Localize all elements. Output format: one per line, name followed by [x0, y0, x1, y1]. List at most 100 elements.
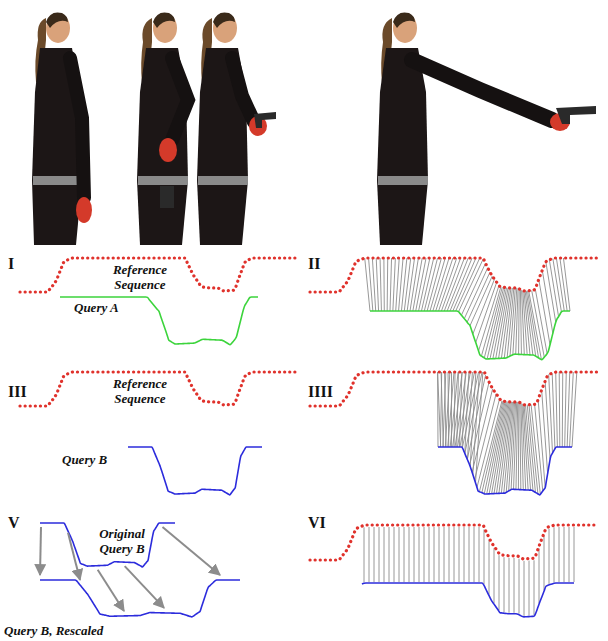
- alignment-line: [438, 372, 441, 447]
- alignment-line: [390, 258, 392, 311]
- rescale-arrow: [68, 533, 80, 580]
- alignment-line: [404, 258, 410, 311]
- query-curve: [362, 583, 574, 617]
- alignment-line: [434, 527, 435, 582]
- query-curve: [40, 580, 240, 617]
- alignment-line: [401, 258, 406, 311]
- alignment-line: [494, 548, 495, 603]
- alignment-line: [542, 270, 553, 333]
- alignment-line: [462, 372, 465, 447]
- alignment-line: [514, 558, 515, 613]
- reference-curve: [20, 258, 295, 292]
- alignment-line: [380, 258, 381, 311]
- alignment-line: [504, 557, 505, 612]
- alignment-line: [454, 527, 455, 582]
- alignment-line: [484, 529, 485, 584]
- alignment-line: [379, 527, 380, 582]
- alignment-line: [393, 258, 396, 311]
- alignment-line: [470, 372, 476, 466]
- alignment-line: [457, 372, 459, 447]
- alignment-line: [554, 527, 555, 582]
- alignment-line: [544, 535, 545, 590]
- alignment-line: [450, 258, 472, 311]
- reference-curve: [310, 372, 600, 406]
- alignment-line: [473, 372, 480, 475]
- curve-label: Query B, Rescaled: [4, 623, 103, 638]
- alignment-line: [454, 372, 456, 447]
- alignment-line: [374, 527, 375, 582]
- alignment-line: [414, 527, 415, 582]
- alignment-line: [369, 527, 370, 582]
- alignment-lines: [365, 258, 570, 360]
- alignment-line: [387, 258, 389, 311]
- alignment-line: [384, 527, 385, 582]
- alignment-line: [563, 258, 570, 311]
- alignment-line: [369, 258, 373, 311]
- alignment-line: [549, 529, 550, 584]
- panel-number: IIII: [308, 383, 333, 401]
- alignment-line: [569, 527, 570, 582]
- alignment-line: [473, 279, 495, 334]
- alignment-line: [419, 527, 420, 582]
- alignment-line: [451, 372, 452, 447]
- alignment-line: [419, 258, 430, 311]
- alignment-line: [409, 527, 410, 582]
- alignment-line: [389, 527, 390, 582]
- alignment-line: [399, 527, 400, 582]
- alignment-line: [459, 527, 460, 582]
- alignment-line: [448, 372, 454, 447]
- panel-number: I: [8, 255, 14, 273]
- alignment-line: [524, 561, 525, 616]
- alignment-line: [527, 291, 538, 358]
- alignment-line: [469, 527, 470, 582]
- alignment-line: [529, 291, 542, 360]
- alignment-line: [489, 401, 506, 493]
- rescale-arrows: [40, 527, 220, 611]
- alignment-line: [534, 560, 535, 615]
- alignment-line: [538, 399, 545, 488]
- rescale-arrow: [163, 527, 221, 575]
- alignment-line: [489, 540, 490, 595]
- panel-number: V: [8, 514, 20, 532]
- alignment-line: [487, 287, 504, 359]
- alignment-line: [559, 372, 561, 447]
- alignment-line: [447, 258, 468, 311]
- alignment-line: [516, 288, 518, 354]
- query-curve: [128, 447, 262, 495]
- rescale-arrow: [98, 570, 124, 611]
- alignment-line: [516, 402, 518, 490]
- alignment-line: [464, 527, 465, 582]
- person-frame: [137, 12, 188, 245]
- query-curve: [40, 523, 175, 567]
- alignment-line: [560, 258, 567, 311]
- alignment-line: [501, 288, 511, 358]
- alignment-line: [499, 555, 500, 610]
- alignment-line: [559, 527, 560, 582]
- reference-curve: [310, 258, 598, 292]
- rescale-arrow: [40, 527, 41, 575]
- reference-curve: [20, 372, 295, 406]
- reference-curve: [310, 525, 598, 560]
- rescale-arrow: [125, 566, 164, 608]
- alignment-line: [404, 527, 405, 582]
- alignment-line: [441, 372, 443, 447]
- curve-label: Query B: [62, 452, 107, 467]
- alignment-line: [535, 404, 543, 491]
- alignment-line: [520, 290, 521, 355]
- curve-label: Original Query B: [91, 526, 153, 556]
- alignment-line: [527, 405, 535, 493]
- alignment-line: [364, 527, 365, 582]
- alignment-line: [476, 372, 483, 483]
- alignment-line: [529, 561, 530, 616]
- alignment-line: [427, 258, 441, 311]
- panel-number: VI: [308, 514, 326, 532]
- alignment-line: [562, 372, 563, 447]
- alignment-line: [474, 527, 475, 582]
- alignment-line: [539, 548, 540, 603]
- alignment-line: [445, 372, 450, 447]
- alignment-line: [567, 372, 570, 447]
- alignment-line: [430, 258, 445, 311]
- photo-strip: [0, 0, 608, 250]
